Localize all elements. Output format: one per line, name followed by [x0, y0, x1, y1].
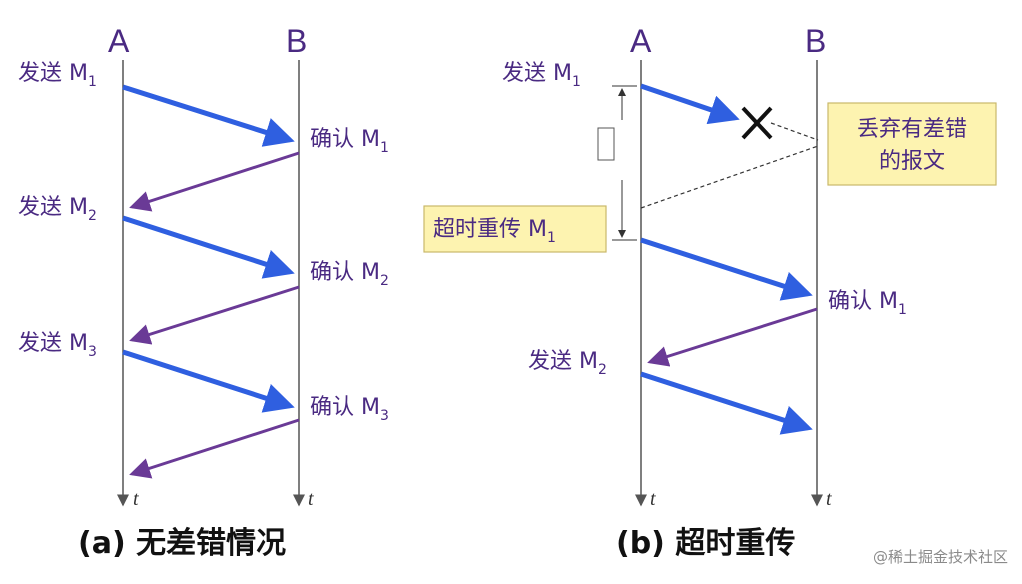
panel-a: A B t t 发送 M1 发送 M2 发送 M3 确认 M1 确认 M2 确认…	[18, 23, 389, 561]
panel-b-send-m2-label: 发送 M2	[528, 349, 607, 378]
panel-b-retransmit-data-arrow	[640, 237, 813, 301]
panel-b-data-arrow-m2	[640, 371, 813, 435]
panel-a-ack-arrow-m3	[129, 418, 300, 479]
panel-a-node-a: A	[108, 23, 130, 59]
panel-b-node-a: A	[630, 23, 652, 59]
panel-b-dashed-line-upper	[770, 122, 819, 141]
panel-a-time-axis-b: t	[308, 488, 314, 510]
panel-b-dashed-line-lower	[640, 145, 819, 209]
discard-note-line1: 丢弃有差错	[857, 117, 967, 142]
panel-a-data-arrow-m1	[122, 84, 295, 147]
panel-a-caption: (a) 无差错情况	[78, 526, 286, 561]
error-cross-icon	[741, 106, 773, 140]
panel-a-ack-m2-label: 确认 M2	[310, 260, 389, 289]
panel-a-data-arrow-m3	[122, 349, 295, 413]
discard-note-box	[827, 102, 997, 186]
panel-a-ack-m1-label: 确认 M1	[310, 127, 389, 156]
timeout-timer-bracket	[597, 85, 637, 241]
panel-b: A B t t 发送 M1 丢弃有差错 的报文 超时重传 M	[423, 23, 997, 561]
panel-b-lost-data-arrow	[640, 83, 740, 125]
panel-b-time-axis-b: t	[826, 488, 832, 510]
timer-icon	[597, 127, 615, 161]
panel-a-ack-arrow-m1	[129, 151, 300, 212]
panel-b-send-m1-label: 发送 M1	[502, 61, 581, 90]
panel-a-ack-arrow-m2	[129, 285, 300, 345]
panel-b-node-b: B	[805, 23, 826, 59]
panel-a-data-arrow-m2	[122, 215, 295, 279]
panel-a-send-m1-label: 发送 M1	[18, 61, 97, 90]
panel-b-ack-arrow-m1	[647, 307, 818, 367]
discard-note-line2: 的报文	[879, 149, 945, 174]
panel-a-ack-m3-label: 确认 M3	[310, 395, 389, 424]
panel-b-ack-m1-label: 确认 M1	[828, 289, 907, 318]
panel-a-node-b: B	[286, 23, 307, 59]
retransmit-note-box	[423, 205, 607, 253]
panel-b-time-axis-a: t	[650, 488, 656, 510]
panel-a-send-m3-label: 发送 M3	[18, 331, 97, 360]
retransmit-note-label: 超时重传 M1	[433, 217, 556, 246]
watermark-text: @稀土掘金技术社区	[873, 548, 1008, 566]
panel-a-send-m2-label: 发送 M2	[18, 195, 97, 224]
panel-a-time-axis-a: t	[133, 488, 139, 510]
panel-b-caption: (b) 超时重传	[616, 526, 795, 561]
